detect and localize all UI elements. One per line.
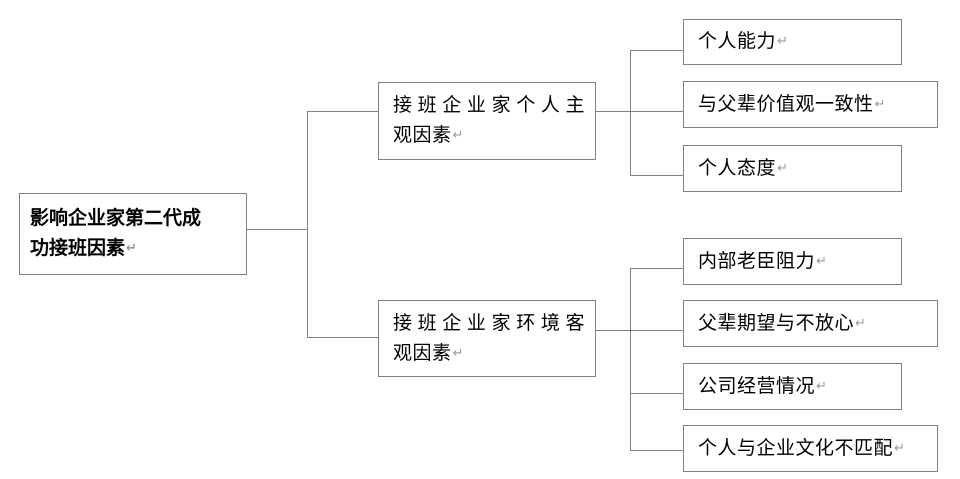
node-leaf-company-operations-label: 公司经营情况↵ <box>684 372 901 402</box>
node-leaf-parental-expectation[interactable]: 父辈期望与不放心↵ <box>683 300 938 347</box>
connector-trunk3-to-leaf-3 <box>630 393 683 394</box>
paragraph-mark-icon: ↵ <box>816 378 828 394</box>
node-branch-objective-line1: 接班企业家环境客 <box>393 312 585 334</box>
connector-trunk3-to-leaf-4 <box>630 450 683 451</box>
node-root[interactable]: 影响企业家第二代成功接班因素↵ <box>19 193 247 275</box>
connector-root-to-trunk1 <box>247 229 307 230</box>
node-leaf-personal-ability-label: 个人能力↵ <box>684 27 901 57</box>
node-branch-subjective-line2-text: 观因素 <box>393 125 452 146</box>
paragraph-mark-icon: ↵ <box>452 345 464 361</box>
connector-trunk3-to-leaf-2 <box>630 330 683 331</box>
node-leaf-value-alignment-text: 与父辈价值观一致性 <box>698 93 874 115</box>
connector-trunk3-bottom-vertical <box>630 268 631 451</box>
node-leaf-culture-mismatch[interactable]: 个人与企业文化不匹配↵ <box>683 425 938 472</box>
paragraph-mark-icon: ↵ <box>816 253 828 269</box>
paragraph-mark-icon: ↵ <box>855 315 867 331</box>
node-branch-subjective-line2: 观因素↵ <box>393 121 585 151</box>
paragraph-mark-icon: ↵ <box>777 160 789 176</box>
node-branch-objective-line2-text: 观因素 <box>393 342 452 364</box>
paragraph-mark-icon: ↵ <box>126 241 137 256</box>
node-root-label-line2-text: 功接班因素 <box>30 238 126 259</box>
node-leaf-culture-mismatch-text: 个人与企业文化不匹配 <box>698 437 894 459</box>
connector-trunk1-to-mid2 <box>307 337 378 338</box>
node-branch-subjective[interactable]: 接班企业家个人主观因素↵ <box>378 82 596 160</box>
node-root-label-line1: 影响企业家第二代成 <box>30 208 202 229</box>
node-branch-objective-label: 接班企业家环境客观因素↵ <box>379 309 595 369</box>
connector-mid1-to-trunk2 <box>596 111 631 112</box>
node-root-label: 影响企业家第二代成功接班因素↵ <box>20 204 246 264</box>
node-leaf-parental-expectation-text: 父辈期望与不放心 <box>698 312 855 334</box>
node-leaf-company-operations[interactable]: 公司经营情况↵ <box>683 363 902 410</box>
node-root-label-line2: 功接班因素↵ <box>30 234 238 264</box>
paragraph-mark-icon: ↵ <box>452 128 464 143</box>
connector-trunk1-vertical <box>307 111 308 338</box>
node-branch-subjective-label: 接班企业家个人主观因素↵ <box>379 91 595 151</box>
node-leaf-internal-veteran-resistance-text: 内部老臣阻力 <box>698 250 816 272</box>
node-leaf-personal-attitude-label: 个人态度↵ <box>684 154 901 184</box>
node-branch-objective-line2: 观因素↵ <box>393 339 585 369</box>
node-leaf-personal-ability[interactable]: 个人能力↵ <box>683 19 902 65</box>
node-leaf-internal-veteran-resistance-label: 内部老臣阻力↵ <box>684 247 901 277</box>
node-leaf-culture-mismatch-label: 个人与企业文化不匹配↵ <box>684 434 937 464</box>
node-leaf-personal-ability-text: 个人能力 <box>698 31 777 52</box>
connector-trunk2-to-leaf-3 <box>630 175 683 176</box>
node-leaf-internal-veteran-resistance[interactable]: 内部老臣阻力↵ <box>683 238 902 285</box>
node-branch-objective[interactable]: 接班企业家环境客观因素↵ <box>378 300 596 377</box>
paragraph-mark-icon: ↵ <box>894 440 906 456</box>
node-leaf-value-alignment-label: 与父辈价值观一致性↵ <box>684 90 937 120</box>
node-leaf-parental-expectation-label: 父辈期望与不放心↵ <box>684 309 937 339</box>
connector-trunk1-to-mid1 <box>307 111 378 112</box>
node-leaf-company-operations-text: 公司经营情况 <box>698 375 816 397</box>
node-leaf-personal-attitude[interactable]: 个人态度↵ <box>683 145 902 192</box>
connector-trunk2-top-vertical <box>630 50 631 176</box>
node-branch-subjective-line1: 接班企业家个人主 <box>393 95 585 116</box>
node-leaf-value-alignment[interactable]: 与父辈价值观一致性↵ <box>683 81 938 128</box>
connector-trunk3-to-leaf-1 <box>630 268 683 269</box>
connector-trunk2-to-leaf-1 <box>630 50 683 51</box>
connector-mid2-to-trunk3 <box>596 330 631 331</box>
paragraph-mark-icon: ↵ <box>777 34 789 49</box>
node-leaf-personal-attitude-text: 个人态度 <box>698 157 777 179</box>
paragraph-mark-icon: ↵ <box>874 96 886 112</box>
connector-trunk2-to-leaf-2 <box>630 111 683 112</box>
